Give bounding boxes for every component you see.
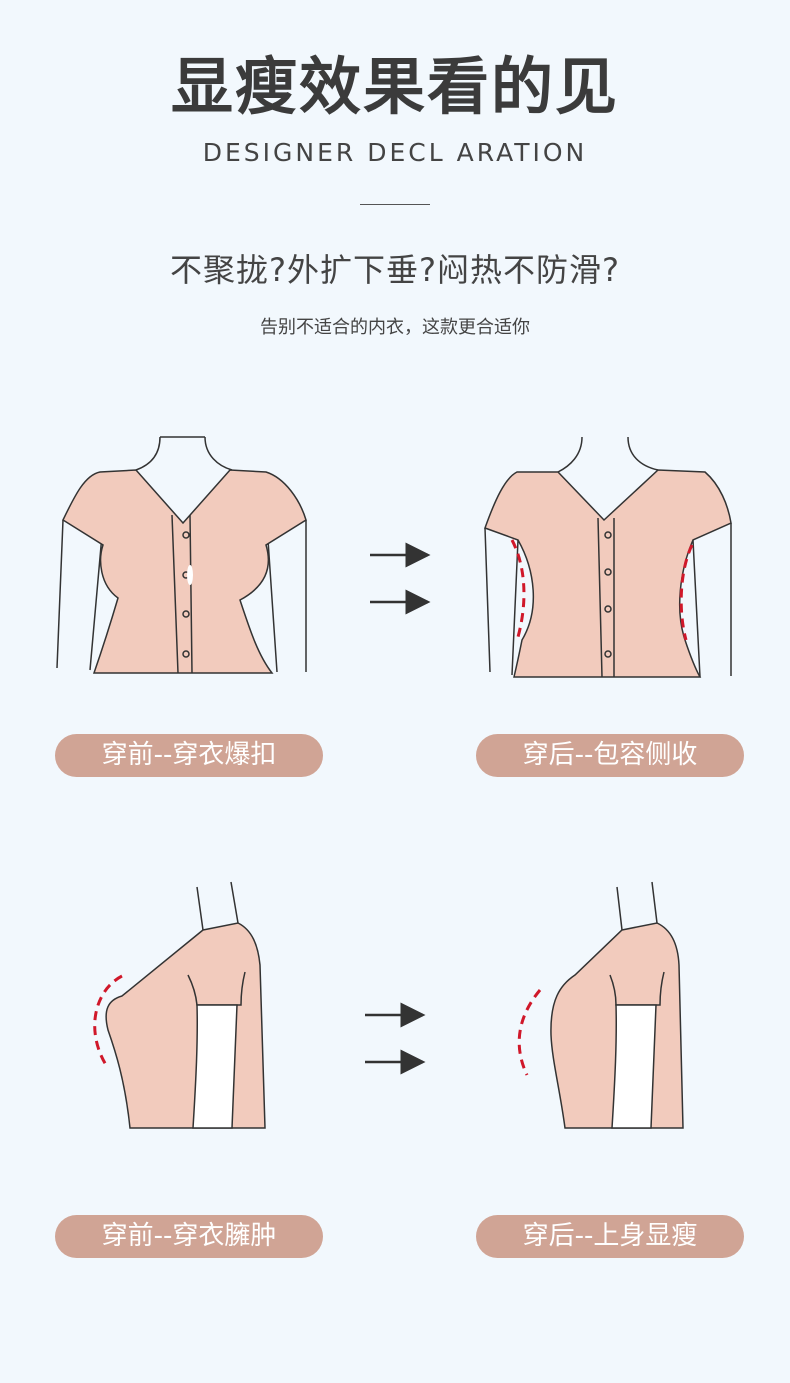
question-heading: 不聚拢?外扩下垂?闷热不防滑? — [170, 251, 620, 289]
side-before-figure — [93, 881, 266, 1129]
before-label-2: 穿前--穿衣臃肿 — [55, 1215, 323, 1258]
highlight-curve — [517, 989, 542, 1076]
side-after-figure — [517, 881, 684, 1129]
page-title: 显瘦效果看的见 — [170, 50, 619, 123]
highlight-curve — [93, 974, 123, 1066]
divider — [360, 204, 430, 205]
arrow-icons — [365, 542, 431, 1075]
after-label-2: 穿后--上身显瘦 — [476, 1215, 744, 1258]
note-text: 告别不适合的内衣，这款更合适你 — [260, 317, 530, 338]
front-after-figure — [484, 436, 732, 678]
highlight-curve-left — [510, 539, 526, 638]
front-before-figure — [56, 436, 307, 674]
after-label-1: 穿后--包容侧收 — [476, 734, 744, 777]
highlight-curve-right — [679, 544, 694, 641]
before-label-1: 穿前--穿衣爆扣 — [55, 734, 323, 777]
page-subtitle: DESIGNER DECL ARATION — [202, 138, 588, 167]
